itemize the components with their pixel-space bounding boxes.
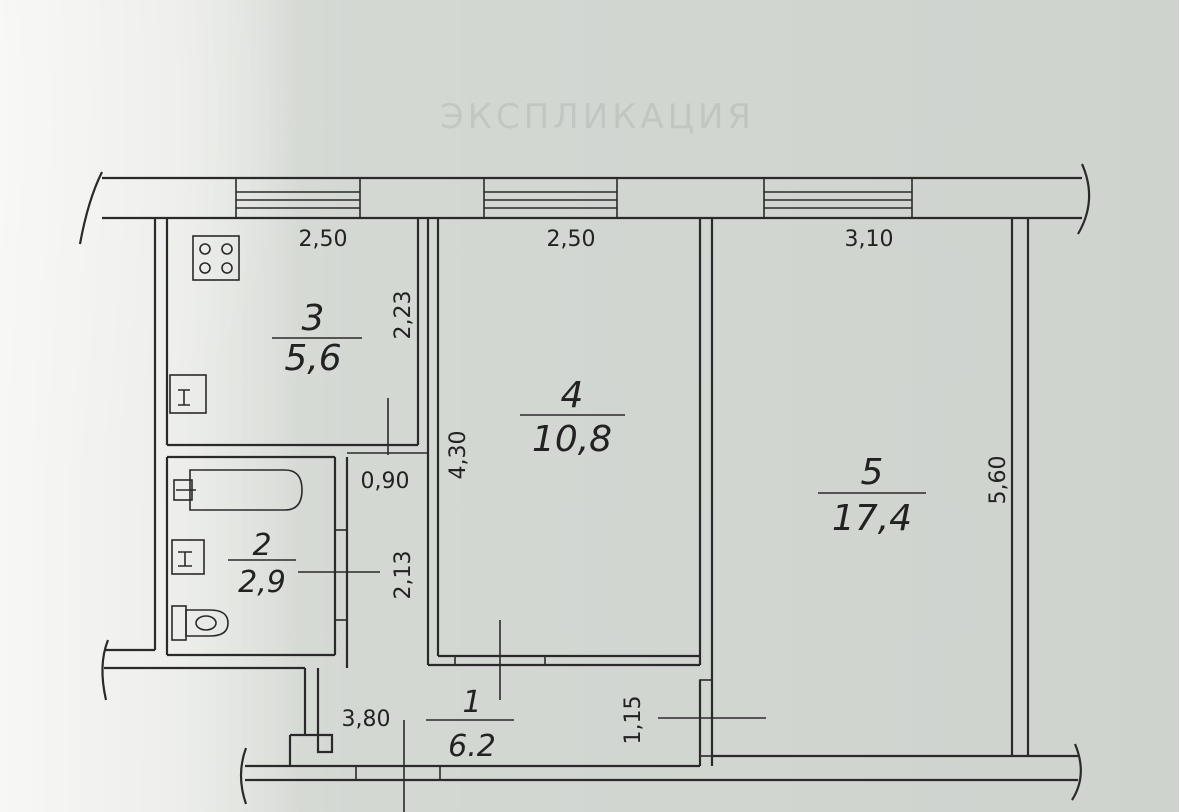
- room-label-5: 5 17,4: [818, 452, 926, 539]
- dimension-room4-depth: 4,30: [446, 431, 471, 480]
- dimension-kitchen-depth: 2,23: [391, 291, 416, 340]
- room-number: 5: [861, 452, 884, 493]
- room-number: 3: [302, 298, 325, 339]
- room-area: 2,9: [238, 565, 286, 600]
- dimension-bath-depth: 2,13: [391, 551, 416, 600]
- bathtub-icon: [173, 469, 303, 511]
- room-label-2: 2 2,9: [228, 528, 296, 600]
- hall-walls: [239, 668, 1082, 812]
- dimension-kitchen-width: 2,50: [299, 227, 348, 252]
- bleed-through-text: ЭКСПЛИКАЦИЯ: [440, 97, 755, 137]
- bathroom-walls: [165, 452, 428, 668]
- room-number: 2: [252, 528, 271, 563]
- room-label-4: 4 10,8: [520, 375, 625, 460]
- window-kitchen: [235, 178, 361, 218]
- room-5-walls: [712, 218, 1078, 758]
- dimension-hall-width: 1,15: [621, 696, 646, 745]
- dimension-room4-width: 2,50: [547, 227, 596, 252]
- top-exterior-wall: [78, 163, 1091, 245]
- room-label-1: 1 6.2: [426, 685, 514, 764]
- dimension-bath-door: 0,90: [361, 469, 410, 494]
- dimension-room5-width: 3,10: [845, 227, 894, 252]
- room-area: 5,6: [284, 338, 341, 379]
- left-exterior-wall: [101, 218, 305, 701]
- room-area: 17,4: [832, 498, 912, 539]
- light-glare: [0, 0, 300, 812]
- bathroom-sink-icon: [171, 539, 205, 575]
- dimension-hall-length: 3,80: [342, 707, 391, 732]
- room-label-3: 3 5,6: [272, 298, 362, 379]
- room-number: 1: [462, 685, 481, 720]
- toilet-icon: [171, 605, 229, 641]
- kitchen-sink-icon: [169, 374, 207, 414]
- room-area: 10,8: [532, 419, 612, 460]
- window-room-5: [763, 178, 913, 218]
- window-room-4: [483, 178, 618, 218]
- room-number: 4: [561, 375, 584, 416]
- dimension-room5-depth: 5,60: [986, 456, 1011, 505]
- room-area: 6.2: [448, 729, 496, 764]
- stove-icon: [192, 235, 240, 281]
- room-4-walls: [428, 218, 714, 766]
- kitchen-walls: [167, 218, 430, 665]
